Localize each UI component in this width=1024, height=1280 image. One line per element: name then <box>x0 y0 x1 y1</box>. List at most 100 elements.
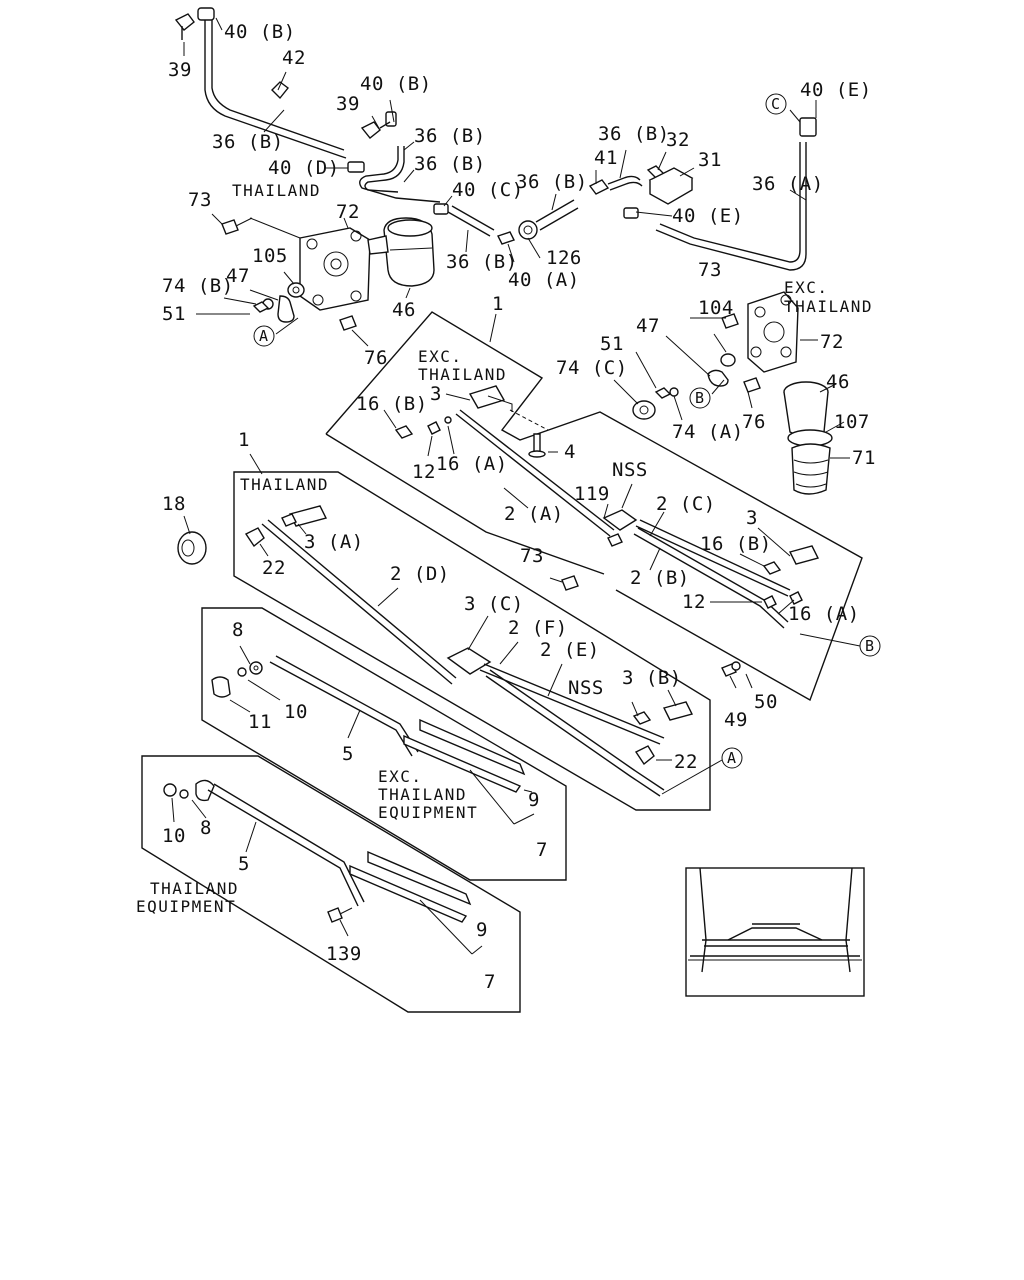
callout-31: 31 <box>698 149 722 171</box>
callout-71: 71 <box>852 447 876 469</box>
note-exc-thailand-right-1: EXC. <box>784 278 829 297</box>
note-exc-thailand-mid-2: THAILAND <box>418 365 507 384</box>
callout-126: 126 <box>546 247 582 269</box>
callout-10-exc: 10 <box>284 701 308 723</box>
callout-41: 41 <box>594 147 618 169</box>
callout-2c: 2 (C) <box>656 493 716 515</box>
washer-hose-group <box>174 7 817 271</box>
callout-76-right: 76 <box>742 411 766 433</box>
callout-3c: 3 (C) <box>464 593 524 615</box>
callout-36b-right: 36 (B) <box>598 123 670 145</box>
callout-3b: 3 (B) <box>622 667 682 689</box>
left-motor-assembly <box>221 217 435 331</box>
callout-73-right: 73 <box>698 259 722 281</box>
callout-51-left: 51 <box>162 303 186 325</box>
callout-7-thai: 7 <box>484 971 496 993</box>
callout-105: 105 <box>252 245 288 267</box>
callout-74c: 74 (C) <box>556 357 628 379</box>
callout-76-left: 76 <box>364 347 388 369</box>
callout-36a: 36 (A) <box>752 173 824 195</box>
callout-47-left: 47 <box>226 265 250 287</box>
callout-2b: 2 (B) <box>630 567 690 589</box>
callout-104: 104 <box>698 297 734 319</box>
callout-1-thailand: 1 <box>238 429 250 451</box>
note-thai-equip-1: THAILAND <box>150 879 239 898</box>
callout-5-thai: 5 <box>238 853 250 875</box>
callout-22-left: 22 <box>262 557 286 579</box>
exc-thailand-equipment-arm <box>201 607 567 881</box>
callout-2a: 2 (A) <box>504 503 564 525</box>
callout-9-thai: 9 <box>476 919 488 941</box>
callout-8-exc: 8 <box>232 619 244 641</box>
callout-8-thai: 8 <box>200 817 212 839</box>
callout-3a: 3 (A) <box>304 531 364 553</box>
callout-12-exc: 12 <box>412 461 436 483</box>
callout-46-right: 46 <box>826 371 850 393</box>
callout-50: 50 <box>754 691 778 713</box>
callout-9-exc: 9 <box>528 789 540 811</box>
note-thailand-top: THAILAND <box>232 181 321 200</box>
callout-nss-top: NSS <box>612 459 648 481</box>
callout-40e-lower: 40 (E) <box>672 205 744 227</box>
callout-nss-bottom: NSS <box>568 677 604 699</box>
ref-circle-c <box>765 93 787 115</box>
callout-40b-mid: 40 (B) <box>360 73 432 95</box>
note-exc-thailand-right-2: THAILAND <box>784 297 873 316</box>
ref-circle-a-bottom <box>721 747 743 769</box>
callout-36b-short: 36 (B) <box>414 125 486 147</box>
callout-2f: 2 (F) <box>508 617 568 639</box>
callout-32: 32 <box>666 129 690 151</box>
callout-107: 107 <box>834 411 870 433</box>
note-exc-thailand-mid-1: EXC. <box>418 347 463 366</box>
note-exc-equip-2: THAILAND <box>378 785 467 804</box>
callout-3-exc: 3 <box>430 383 442 405</box>
part-callouts: 39 40 (B) 42 36 (B) 39 40 (B) 36 (B) 40 … <box>162 21 876 993</box>
callout-16b-exc: 16 (B) <box>356 393 428 415</box>
ref-a-bottom: A <box>727 749 737 767</box>
thailand-equipment-arm <box>141 755 521 1013</box>
callout-4: 4 <box>564 441 576 463</box>
ref-circle-b-bottom <box>859 635 881 657</box>
thailand-linkage <box>177 471 711 811</box>
ref-b-top: B <box>695 389 705 407</box>
callout-49: 49 <box>724 709 748 731</box>
callout-39-mid: 39 <box>336 93 360 115</box>
note-exc-equip-3: EQUIPMENT <box>378 803 478 822</box>
callout-72-right: 72 <box>820 331 844 353</box>
callout-74b: 74 (B) <box>162 275 234 297</box>
callout-2e: 2 (E) <box>540 639 600 661</box>
callout-3-right: 3 <box>746 507 758 529</box>
callout-10-thai: 10 <box>162 825 186 847</box>
callout-16a-right: 16 (A) <box>788 603 860 625</box>
callout-40d: 40 (D) <box>268 157 340 179</box>
callout-73-left: 73 <box>188 189 212 211</box>
callout-16a-exc: 16 (A) <box>436 453 508 475</box>
ref-circle-b-top <box>689 387 711 409</box>
notes: THAILAND EXC. THAILAND EXC. THAILAND THA… <box>136 181 873 916</box>
callout-22-right: 22 <box>674 751 698 773</box>
ref-a-top: A <box>259 327 269 345</box>
callout-40b-top: 40 (B) <box>224 21 296 43</box>
callout-36b-lower: 36 (B) <box>446 251 518 273</box>
callout-12-right: 12 <box>682 591 706 613</box>
callout-40a: 40 (A) <box>508 269 580 291</box>
callout-1-exc: 1 <box>492 293 504 315</box>
callout-139: 139 <box>326 943 362 965</box>
callout-36b-center: 36 (B) <box>516 171 588 193</box>
note-thai-equip-2: EQUIPMENT <box>136 897 236 916</box>
callout-42: 42 <box>282 47 306 69</box>
callout-119: 119 <box>574 483 610 505</box>
callout-36b-curl: 36 (B) <box>414 153 486 175</box>
ref-circle-a-top <box>253 325 275 347</box>
callout-40e-upper: 40 (E) <box>800 79 872 101</box>
callout-16b-right: 16 (B) <box>700 533 772 555</box>
callout-7-exc: 7 <box>536 839 548 861</box>
callout-2d: 2 (D) <box>390 563 450 585</box>
callout-72-left: 72 <box>336 201 360 223</box>
inset-windshield-view <box>685 867 865 997</box>
leader-lines <box>171 17 861 955</box>
callout-5-exc: 5 <box>342 743 354 765</box>
callout-51-right: 51 <box>600 333 624 355</box>
callout-73-center: 73 <box>520 545 544 567</box>
